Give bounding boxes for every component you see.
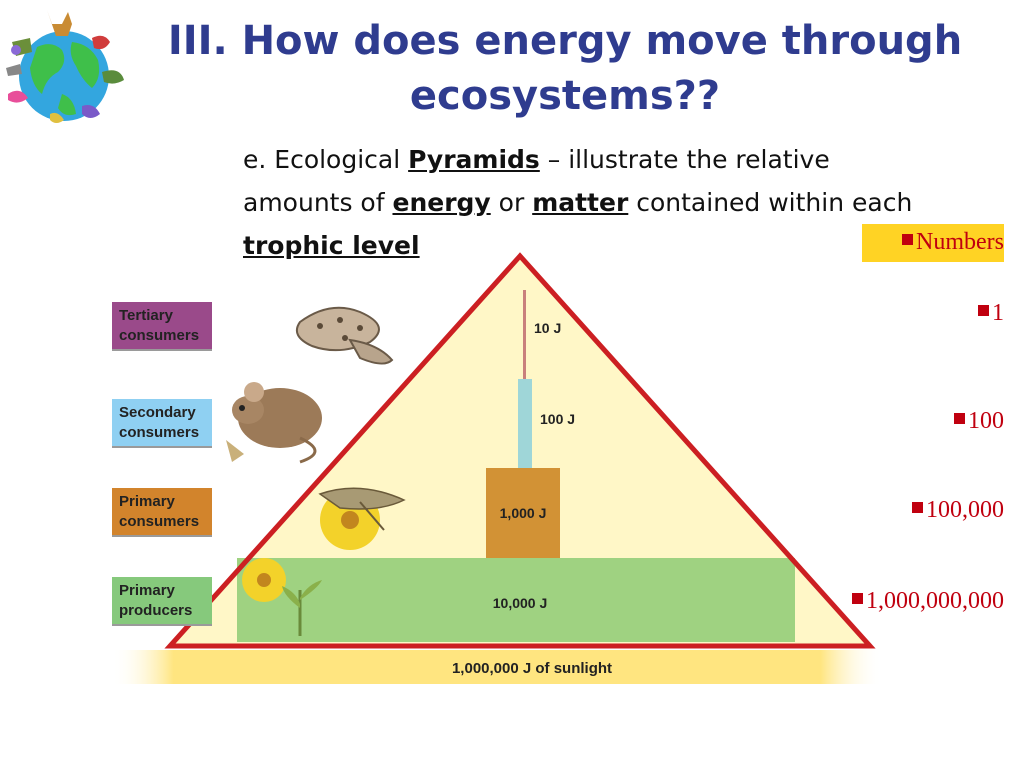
level-tertiary-consumers: Tertiary consumers (112, 302, 212, 351)
number-primary-consumers: 100,000 (912, 497, 1004, 524)
bullet-icon (954, 413, 965, 424)
term-trophic-level: trophic level (243, 231, 420, 260)
energy-label-1000j: 1,000 J (500, 505, 547, 521)
snake-icon (296, 306, 394, 365)
number-producers: 1,000,000,000 (852, 588, 1004, 615)
term-pyramids: Pyramids (408, 145, 540, 174)
level-secondary-consumers: Secondary consumers (112, 399, 212, 448)
energy-label-10j: 10 J (534, 320, 561, 336)
term-matter: matter (532, 188, 629, 217)
term-energy: energy (392, 188, 491, 217)
energy-bar-producers (237, 558, 795, 642)
number-tertiary: 1 (978, 300, 1004, 327)
energy-bar-tertiary-consumers (523, 290, 526, 379)
level-primary-consumers: Primary consumers (112, 488, 212, 537)
pyramid-outline (164, 252, 876, 649)
plant-icon (282, 580, 322, 636)
energy-label-10000j: 10,000 J (493, 595, 548, 611)
body-dash: – illustrate the relative amounts of (243, 145, 830, 217)
body-or: or (490, 188, 533, 217)
bullet-icon (902, 234, 914, 245)
energy-bar-secondary-consumers (518, 379, 532, 468)
sunlight-band (112, 650, 882, 684)
bullet-icon (852, 593, 863, 604)
numbers-heading-box (862, 224, 1004, 262)
level-primary-producers: Primary producers (112, 577, 212, 626)
slide-title: III. How does energy move through ecosys… (167, 18, 963, 119)
sunlight-label: 1,000,000 J of sunlight (452, 660, 612, 677)
mouse-icon (226, 382, 322, 464)
number-secondary: 100 (954, 408, 1004, 435)
body-prefix: e. Ecological (243, 145, 409, 174)
energy-bar-primary-consumers (486, 468, 560, 558)
bullet-icon (912, 502, 923, 513)
bullet-icon (978, 305, 989, 316)
numbers-heading: Numbers (902, 229, 1004, 256)
grasshopper-icon (318, 487, 406, 531)
slide-body-text: e. Ecological Pyramids – illustrate the … (243, 138, 943, 267)
energy-label-100j: 100 J (540, 411, 575, 427)
body-contained: contained within each (628, 188, 913, 217)
globe-with-animals-icon (6, 10, 124, 123)
